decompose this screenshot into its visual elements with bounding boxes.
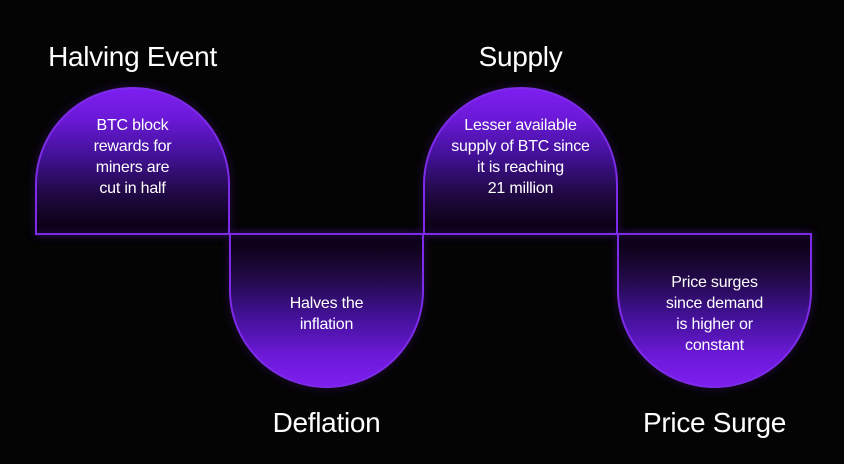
dome-deflation-text: Halves the inflation (289, 295, 364, 333)
dome-halving-event-text: BTC block rewards for miners are cut in … (93, 116, 172, 197)
dome-supply: Lesser available supply of BTC since it … (423, 87, 618, 234)
timeline-axis (35, 233, 812, 235)
dome-price-surge-text: Price surges since demand is higher or c… (665, 274, 764, 354)
dome-price-surge: Price surges since demand is higher or c… (617, 234, 812, 388)
section-title-supply: Supply (478, 41, 563, 72)
section-title-halving-event: Halving Event (48, 41, 217, 72)
section-title-price-surge: Price Surge (643, 407, 786, 438)
dome-halving-event: BTC block rewards for miners are cut in … (35, 87, 230, 234)
dome-supply-text: Lesser available supply of BTC since it … (451, 116, 590, 197)
section-title-deflation: Deflation (272, 407, 381, 438)
dome-deflation: Halves the inflation (229, 234, 424, 388)
